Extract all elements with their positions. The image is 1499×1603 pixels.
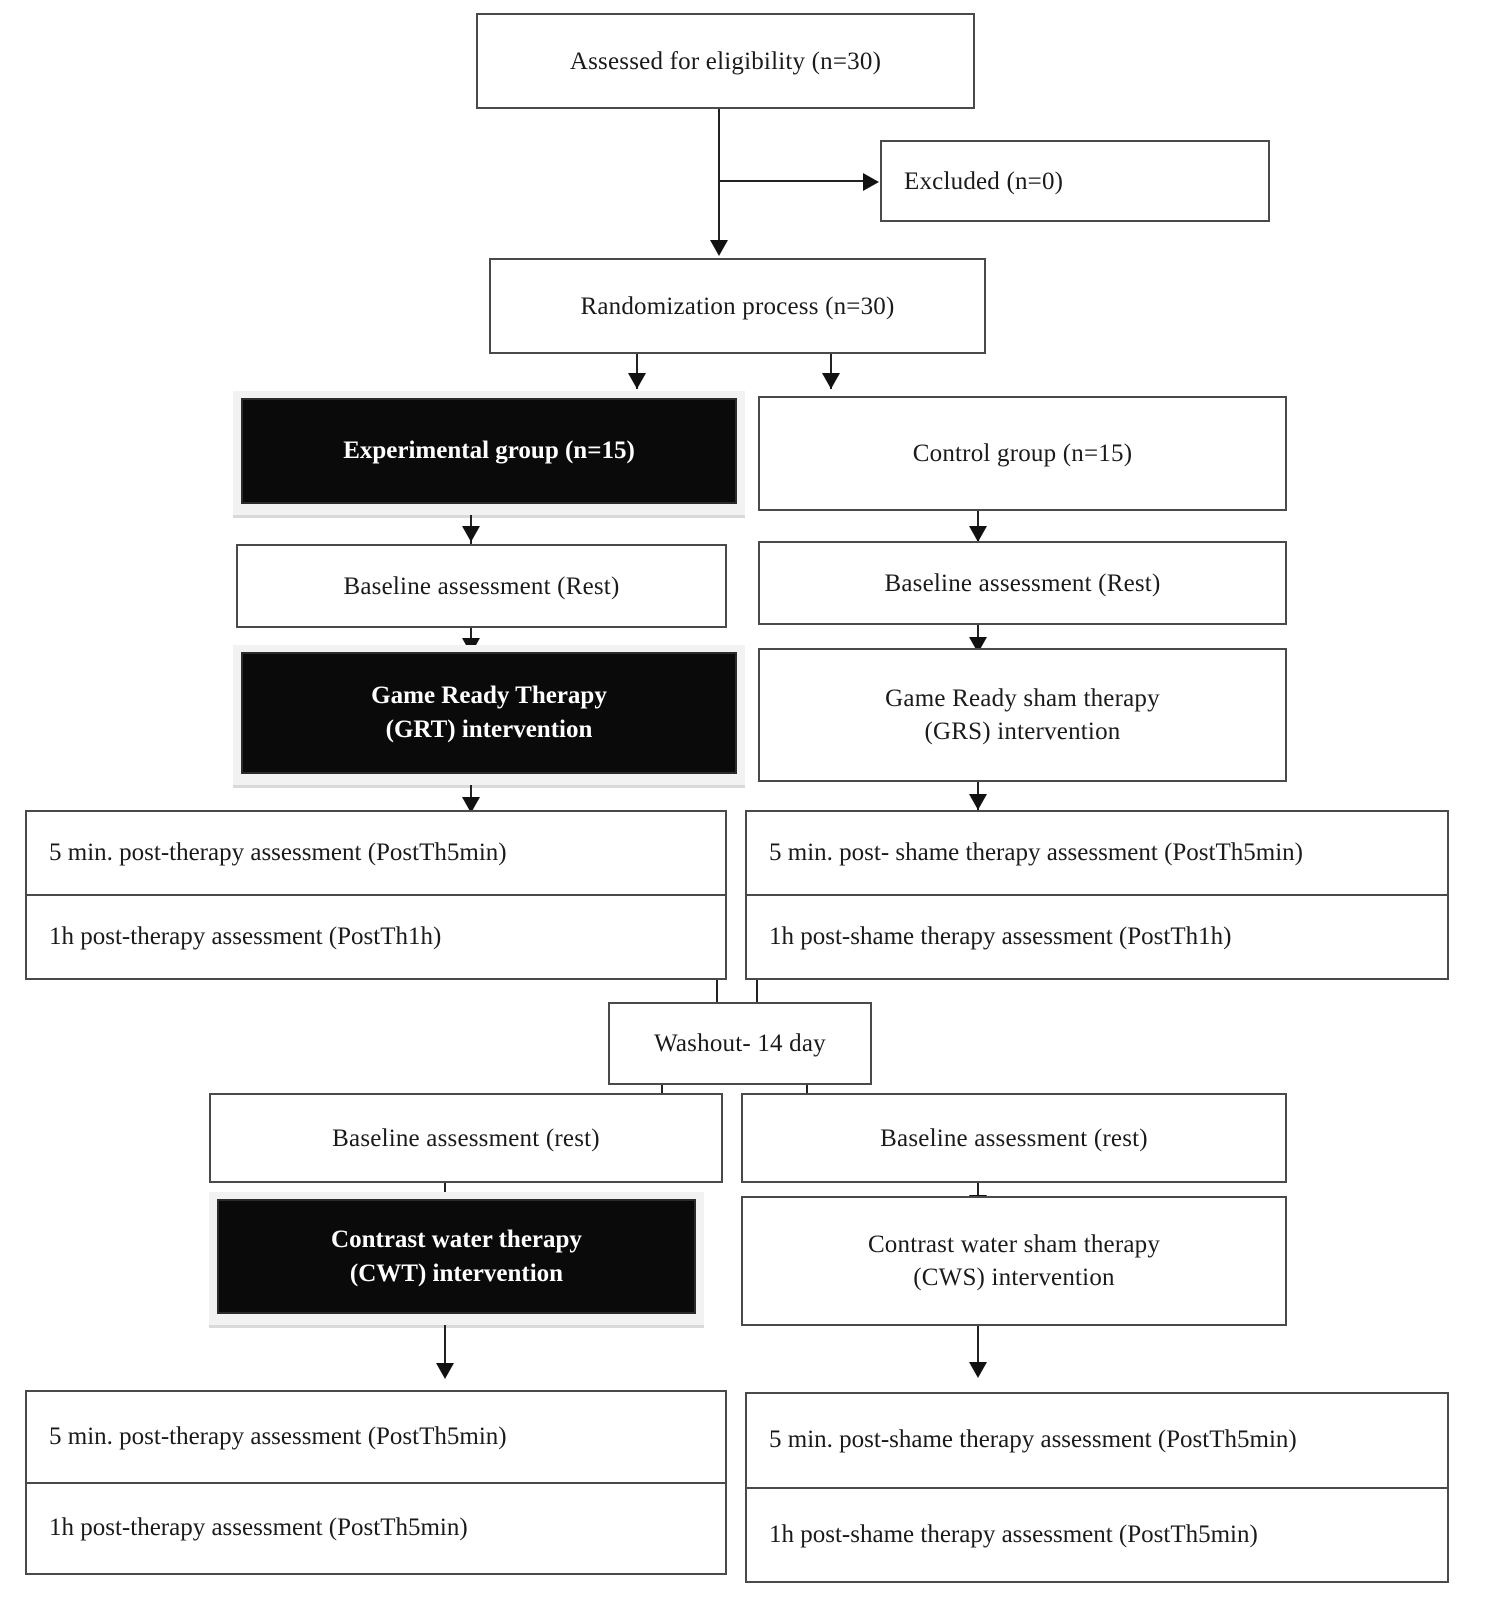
node-excluded-label: Excluded (n=0) [904,167,1064,195]
arrowhead-exp-baseline1 [462,526,480,542]
node-excluded: Excluded (n=0) [880,140,1270,222]
node-grt-line1: Game Ready Therapy [371,682,607,710]
node-cws-intervention: Contrast water sham therapy (CWS) interv… [741,1196,1287,1326]
arrowhead-post-left-2 [436,1363,454,1379]
node-grs-line1: Game Ready sham therapy [885,685,1160,712]
node-cws-line2: (CWS) intervention [913,1264,1115,1291]
node-experimental-group-inner: Experimental group (n=15) [241,398,737,504]
node-grs-line2: (GRS) intervention [924,718,1121,745]
node-post-left-1: 5 min. post-therapy assessment (PostTh5m… [25,810,727,980]
arrowhead-post-right-2 [969,1362,987,1378]
connector-randomization-right [830,354,832,389]
node-post-left-1-row-a: 5 min. post-therapy assessment (PostTh5m… [27,812,725,894]
node-control-group-label: Control group (n=15) [912,440,1133,467]
arrowhead-post-right-1 [969,794,987,810]
node-post-left-2-row-b: 1h post-therapy assessment (PostTh5min) [27,1481,725,1574]
node-grt-line2: (GRT) intervention [385,716,593,743]
node-baseline-right-2-label: Baseline assessment (rest) [880,1124,1148,1152]
connector-post-right-1-to-washout [756,980,758,1004]
connector-assessed-to-randomization [718,109,720,240]
node-post-left-2-a-label: 5 min. post-therapy assessment (PostTh5m… [49,1422,507,1450]
node-post-left-1-row-b: 1h post-therapy assessment (PostTh1h) [27,894,725,978]
node-post-right-1-row-b: 1h post-shame therapy assessment (PostTh… [747,894,1447,978]
node-post-left-2-row-a: 5 min. post-therapy assessment (PostTh5m… [27,1392,725,1482]
node-post-right-2-a-label: 5 min. post-shame therapy assessment (Po… [769,1426,1297,1454]
node-assessed-for-eligibility: Assessed for eligibility (n=30) [476,13,975,109]
node-cwt-intervention: Contrast water therapy (CWT) interventio… [209,1192,704,1325]
connector-cwt-to-post2 [444,1325,446,1373]
node-baseline-left-1: Baseline assessment (Rest) [236,544,727,628]
node-cwt-intervention-inner: Contrast water therapy (CWT) interventio… [217,1199,696,1314]
arrowhead-ctrl-baseline1 [969,526,987,542]
arrowhead-control-group [822,373,840,389]
node-washout: Washout- 14 day [608,1002,872,1085]
connector-to-excluded [718,180,864,182]
node-control-group: Control group (n=15) [758,396,1287,511]
arrowhead-post-left-1 [462,797,480,813]
node-post-right-1-a-label: 5 min. post- shame therapy assessment (P… [769,839,1303,866]
arrowhead-to-excluded [863,173,879,191]
node-cws-line1: Contrast water sham therapy [867,1231,1161,1258]
arrowhead-to-randomization [710,240,728,256]
node-post-left-1-b-label: 1h post-therapy assessment (PostTh1h) [49,923,442,950]
node-cwt-line2: (CWT) intervention [349,1259,564,1287]
node-baseline-right-1: Baseline assessment (Rest) [758,541,1287,625]
node-cwt-line1: Contrast water therapy [331,1225,582,1253]
node-baseline-left-2: Baseline assessment (rest) [209,1093,723,1183]
node-post-right-2-row-a: 5 min. post-shame therapy assessment (Po… [747,1394,1447,1487]
node-post-right-1-row-a: 5 min. post- shame therapy assessment (P… [747,812,1447,894]
arrowhead-experimental-group [628,373,646,389]
node-assessed-for-eligibility-label: Assessed for eligibility (n=30) [569,47,882,75]
connector-cws-to-post2 [977,1326,979,1374]
node-grt-intervention: Game Ready Therapy (GRT) intervention [233,645,745,785]
node-grs-intervention: Game Ready sham therapy (GRS) interventi… [758,648,1287,782]
node-post-left-1-a-label: 5 min. post-therapy assessment (PostTh5m… [49,839,507,866]
node-randomization: Randomization process (n=30) [489,258,986,354]
node-post-right-1: 5 min. post- shame therapy assessment (P… [745,810,1449,980]
node-experimental-group: Experimental group (n=15) [233,391,745,515]
connector-randomization-left [636,354,638,389]
node-baseline-right-2: Baseline assessment (rest) [741,1093,1287,1183]
node-baseline-left-1-label: Baseline assessment (Rest) [343,572,620,600]
node-baseline-right-1-label: Baseline assessment (Rest) [884,569,1161,597]
node-post-right-2: 5 min. post-shame therapy assessment (Po… [745,1392,1449,1583]
node-randomization-label: Randomization process (n=30) [580,292,895,320]
node-post-right-1-b-label: 1h post-shame therapy assessment (PostTh… [769,923,1232,950]
connector-post-left-1-to-washout [716,980,718,1004]
node-post-right-2-b-label: 1h post-shame therapy assessment (PostTh… [769,1520,1258,1548]
node-post-left-2-b-label: 1h post-therapy assessment (PostTh5min) [49,1514,468,1542]
node-post-left-2: 5 min. post-therapy assessment (PostTh5m… [25,1390,727,1575]
node-grt-intervention-inner: Game Ready Therapy (GRT) intervention [241,652,737,774]
node-experimental-group-label: Experimental group (n=15) [343,437,635,465]
node-baseline-left-2-label: Baseline assessment (rest) [332,1124,600,1152]
node-post-right-2-row-b: 1h post-shame therapy assessment (PostTh… [747,1486,1447,1582]
node-washout-label: Washout- 14 day [654,1030,826,1057]
